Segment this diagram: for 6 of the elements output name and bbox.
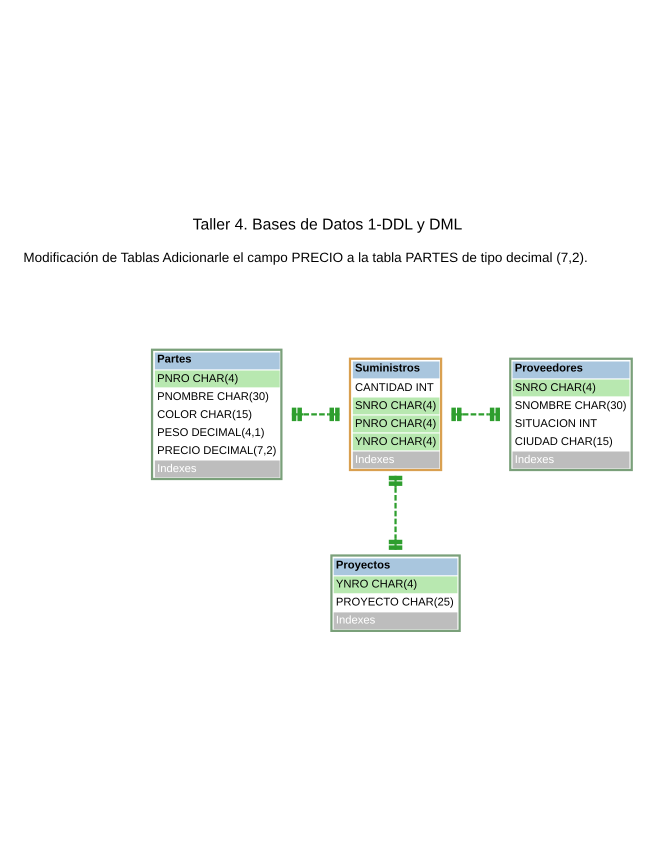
diagram-title: Taller 4. Bases de Datos 1-DDL y DML — [192, 216, 462, 234]
node-box: Proveedores SNRO CHAR(4) SNOMBRE CHAR(30) SITUACION INT CIUDAD CHAR(15) Indexes — [509, 357, 633, 471]
label: Modificación de Tablas Adicionarle el campo PRECIO a la tabla PARTES de tipo decimal (7,2). — [23, 250, 588, 265]
node-box: Partes PNRO CHAR(4) PNOMBRE CHAR(30) COLOR CHAR(15) PESO DECIMAL(4,1) PRECIO DECIMAL(7,2) Indexes — [150, 348, 283, 480]
node-box: Proyectos YNRO CHAR(4) PROYECTO CHAR(25) Indexes — [330, 554, 461, 632]
node-box: Suministros CANTIDAD INT SNRO CHAR(4) PNRO CHAR(4) YNRO CHAR(4) Indexes — [348, 357, 442, 471]
